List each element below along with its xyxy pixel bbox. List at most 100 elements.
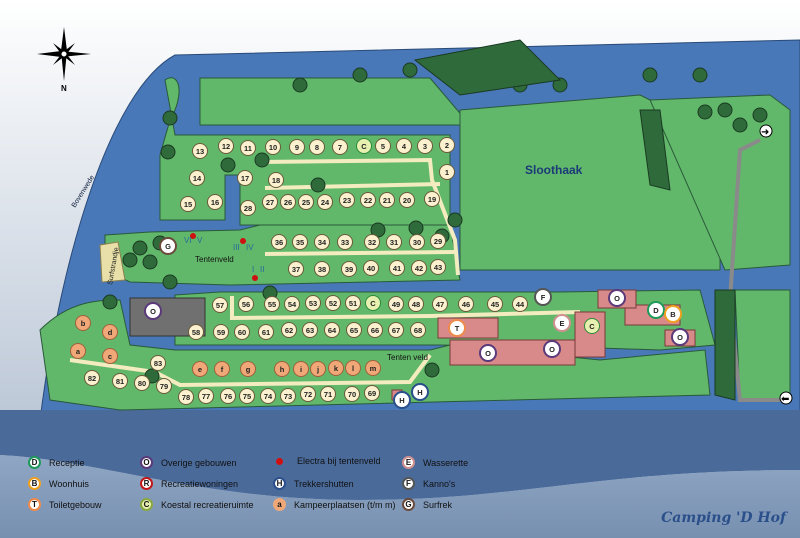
plot-marker[interactable]: 42 [411, 260, 427, 276]
plot-marker[interactable]: 21 [379, 192, 395, 208]
plot-marker[interactable]: 29 [430, 233, 446, 249]
plot-marker[interactable]: d [102, 324, 118, 340]
plot-marker[interactable]: 19 [424, 191, 440, 207]
plot-marker[interactable]: 31 [386, 234, 402, 250]
plot-marker[interactable]: 49 [388, 296, 404, 312]
facility-marker[interactable]: H [411, 383, 429, 401]
facility-marker[interactable]: D [647, 301, 665, 319]
plot-marker[interactable]: 68 [410, 322, 426, 338]
plot-marker[interactable]: 46 [458, 296, 474, 312]
facility-marker[interactable]: O [608, 289, 626, 307]
plot-marker[interactable]: 74 [260, 388, 276, 404]
plot-marker[interactable]: 59 [213, 324, 229, 340]
plot-marker[interactable]: 38 [314, 261, 330, 277]
facility-marker[interactable]: O [144, 302, 162, 320]
plot-marker[interactable]: 67 [388, 322, 404, 338]
plot-marker[interactable]: 61 [258, 324, 274, 340]
plot-marker[interactable]: 60 [234, 324, 250, 340]
plot-marker[interactable]: 76 [220, 388, 236, 404]
plot-marker[interactable]: C [584, 318, 600, 334]
plot-marker[interactable]: 23 [339, 192, 355, 208]
plot-marker[interactable]: 45 [487, 296, 503, 312]
plot-marker[interactable]: 24 [317, 194, 333, 210]
plot-marker[interactable]: 69 [364, 385, 380, 401]
plot-marker[interactable]: 65 [346, 322, 362, 338]
plot-marker[interactable]: 39 [341, 261, 357, 277]
plot-marker[interactable]: 37 [288, 261, 304, 277]
plot-marker[interactable]: 79 [156, 378, 172, 394]
plot-marker[interactable]: 10 [265, 139, 281, 155]
plot-marker[interactable]: c [102, 348, 118, 364]
plot-marker[interactable]: 1 [439, 164, 455, 180]
plot-marker[interactable]: 58 [188, 324, 204, 340]
plot-marker[interactable]: f [214, 361, 230, 377]
plot-marker[interactable]: 12 [218, 138, 234, 154]
plot-marker[interactable]: 2 [439, 137, 455, 153]
plot-marker[interactable]: 78 [178, 389, 194, 405]
plot-marker[interactable]: 8 [309, 139, 325, 155]
plot-marker[interactable]: 54 [284, 296, 300, 312]
plot-marker[interactable]: 57 [212, 297, 228, 313]
plot-marker[interactable]: 26 [280, 194, 296, 210]
plot-marker[interactable]: 13 [192, 143, 208, 159]
plot-marker[interactable]: e [192, 361, 208, 377]
plot-marker[interactable]: 33 [337, 234, 353, 250]
plot-marker[interactable]: 20 [399, 192, 415, 208]
plot-marker[interactable]: 14 [189, 170, 205, 186]
facility-marker[interactable]: T [448, 319, 466, 337]
plot-marker[interactable]: C [356, 138, 372, 154]
plot-marker[interactable]: 63 [302, 322, 318, 338]
plot-marker[interactable]: 25 [298, 194, 314, 210]
plot-marker[interactable]: C [365, 295, 381, 311]
plot-marker[interactable]: 55 [264, 296, 280, 312]
plot-marker[interactable]: 15 [180, 196, 196, 212]
plot-marker[interactable]: 18 [268, 172, 284, 188]
plot-marker[interactable]: 27 [262, 194, 278, 210]
plot-marker[interactable]: 43 [430, 259, 446, 275]
plot-marker[interactable]: l [345, 360, 361, 376]
plot-marker[interactable]: 52 [325, 295, 341, 311]
plot-marker[interactable]: j [310, 361, 326, 377]
plot-marker[interactable]: 51 [345, 295, 361, 311]
facility-marker[interactable]: E [553, 314, 571, 332]
plot-marker[interactable]: 5 [375, 138, 391, 154]
plot-marker[interactable]: h [274, 361, 290, 377]
plot-marker[interactable]: m [365, 360, 381, 376]
plot-marker[interactable]: 80 [134, 375, 150, 391]
facility-marker[interactable]: O [671, 328, 689, 346]
plot-marker[interactable]: g [240, 361, 256, 377]
plot-marker[interactable]: 22 [360, 192, 376, 208]
plot-marker[interactable]: 75 [239, 388, 255, 404]
plot-marker[interactable]: a [70, 343, 86, 359]
plot-marker[interactable]: 70 [344, 386, 360, 402]
plot-marker[interactable]: 56 [238, 296, 254, 312]
plot-marker[interactable]: 16 [207, 194, 223, 210]
facility-marker[interactable]: O [479, 344, 497, 362]
plot-marker[interactable]: 66 [367, 322, 383, 338]
plot-marker[interactable]: 41 [389, 260, 405, 276]
plot-marker[interactable]: 81 [112, 373, 128, 389]
plot-marker[interactable]: 9 [289, 139, 305, 155]
plot-marker[interactable]: 48 [408, 296, 424, 312]
plot-marker[interactable]: 7 [332, 139, 348, 155]
plot-marker[interactable]: 30 [409, 234, 425, 250]
plot-marker[interactable]: 32 [364, 234, 380, 250]
plot-marker[interactable]: 34 [314, 234, 330, 250]
plot-marker[interactable]: 64 [324, 322, 340, 338]
facility-marker[interactable]: B [664, 305, 682, 323]
plot-marker[interactable]: 11 [240, 140, 256, 156]
plot-marker[interactable]: i [293, 361, 309, 377]
plot-marker[interactable]: 53 [305, 295, 321, 311]
plot-marker[interactable]: 40 [363, 260, 379, 276]
plot-marker[interactable]: 35 [292, 234, 308, 250]
plot-marker[interactable]: 17 [237, 170, 253, 186]
facility-marker[interactable]: O [543, 340, 561, 358]
plot-marker[interactable]: 72 [300, 386, 316, 402]
plot-marker[interactable]: 82 [84, 370, 100, 386]
plot-marker[interactable]: 47 [432, 296, 448, 312]
plot-marker[interactable]: 4 [396, 138, 412, 154]
plot-marker[interactable]: 36 [271, 234, 287, 250]
facility-marker[interactable]: H [393, 391, 411, 409]
plot-marker[interactable]: b [75, 315, 91, 331]
plot-marker[interactable]: 62 [281, 322, 297, 338]
